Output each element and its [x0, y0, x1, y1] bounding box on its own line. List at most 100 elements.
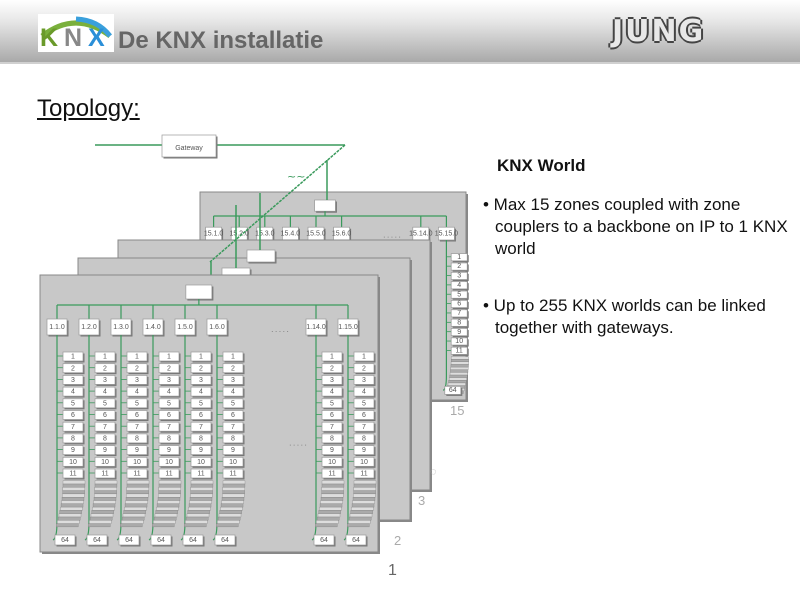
- device-stack: [94, 487, 117, 491]
- device-stack: [90, 513, 114, 518]
- device-stack: [92, 506, 115, 511]
- device-box: [158, 456, 180, 467]
- device-box-label: 4: [103, 389, 107, 396]
- device-stack: [320, 500, 343, 504]
- device-box-last-label: 64: [125, 537, 133, 544]
- device-stack: [315, 523, 338, 528]
- device-box: [321, 363, 343, 374]
- device-box: [353, 468, 375, 479]
- device-box: [126, 351, 148, 362]
- break-symbol: ~~: [287, 170, 305, 183]
- device-box: [126, 456, 148, 467]
- device-stack: [91, 510, 114, 514]
- device-stack: [187, 510, 210, 514]
- device-box-label: 5: [135, 400, 139, 407]
- device-box-label: 8: [457, 319, 461, 326]
- line-bus: [84, 335, 90, 541]
- device-stack: [222, 490, 245, 495]
- line-bus: [442, 240, 447, 391]
- device-box: [353, 375, 375, 385]
- device-box: [126, 468, 148, 479]
- device-box: [62, 433, 84, 444]
- device-box: [222, 468, 244, 479]
- device-stack: [124, 503, 148, 508]
- device-stack: [320, 497, 344, 501]
- device-stack: [94, 490, 117, 495]
- device-box: [158, 421, 180, 432]
- slide-title: De KNX installatie: [118, 27, 324, 54]
- device-stack: [451, 359, 469, 362]
- device-box: [190, 363, 212, 374]
- device-box-label: 5: [330, 400, 334, 407]
- page-number: 1: [388, 562, 397, 579]
- line-bus: [52, 335, 58, 541]
- zone-plane-15-line-coupler-label: 15.14.0: [409, 230, 432, 237]
- zone-dots: ◌: [430, 466, 437, 478]
- side-heading: KNX World: [497, 156, 586, 175]
- device-box-last-label: 64: [352, 537, 360, 544]
- device-box: [62, 445, 84, 455]
- device-box-last: [214, 534, 236, 546]
- device-box-label: 7: [199, 424, 203, 431]
- device-box: [222, 386, 244, 397]
- device-box-label: 10: [229, 459, 237, 466]
- device-box: [126, 363, 148, 374]
- device-box-label: 10: [197, 459, 205, 466]
- device-stack: [121, 520, 144, 524]
- device-stack: [216, 523, 239, 528]
- device-box-label: 6: [231, 412, 235, 419]
- device-stack: [349, 516, 372, 521]
- device-box: [321, 456, 343, 467]
- device-box-label: 6: [71, 412, 75, 419]
- zone-plane-1-ellipsis-devices: . . . . .: [289, 441, 307, 448]
- device-stack: [60, 506, 83, 511]
- device-box-label: 6: [167, 412, 171, 419]
- device-box-last-label: 64: [320, 537, 328, 544]
- device-box: [158, 398, 180, 409]
- device-box-label: 3: [135, 377, 139, 384]
- device-box: [450, 271, 468, 280]
- device-stack: [152, 523, 175, 528]
- device-stack: [59, 510, 82, 514]
- device-box: [222, 375, 244, 385]
- device-stack: [94, 483, 118, 488]
- device-stack: [188, 503, 212, 508]
- device-stack: [448, 380, 467, 384]
- device-box-label: 6: [199, 412, 203, 419]
- device-stack: [221, 497, 245, 501]
- device-box: [353, 386, 375, 397]
- device-box: [94, 445, 116, 455]
- device-box-label: 3: [199, 377, 203, 384]
- device-stack: [126, 483, 150, 488]
- device-box: [450, 300, 468, 308]
- device-stack: [62, 493, 85, 498]
- device-box-label: 3: [330, 377, 334, 384]
- device-stack: [352, 497, 376, 501]
- zone-plane-15-line-coupler-label: 15.4.0: [281, 230, 301, 237]
- device-stack: [56, 523, 79, 528]
- device-box: [62, 375, 84, 385]
- device-box-last: [313, 534, 335, 546]
- device-stack: [190, 487, 213, 491]
- device-box-label: 1: [330, 354, 334, 361]
- device-box-label: 10: [455, 338, 463, 345]
- device-stack: [321, 493, 344, 498]
- device-box-label: 9: [231, 447, 235, 454]
- device-box: [158, 375, 180, 385]
- device-box-label: 8: [362, 436, 366, 443]
- device-stack: [221, 500, 244, 504]
- device-box-last-label: 64: [449, 387, 457, 394]
- device-stack: [222, 487, 245, 491]
- device-stack: [321, 483, 345, 488]
- device-box: [190, 456, 212, 467]
- device-box-label: 1: [135, 354, 139, 361]
- device-box-label: 9: [457, 329, 461, 336]
- device-box-label: 9: [167, 447, 171, 454]
- device-box: [158, 386, 180, 397]
- device-box: [126, 445, 148, 455]
- device-box-last-label: 64: [189, 537, 197, 544]
- zone-plane-1-line-coupler-label: 1.15.0: [338, 324, 358, 331]
- zone-plane-1-line-coupler-label: 1.1.0: [49, 324, 65, 331]
- device-stack: [353, 490, 376, 495]
